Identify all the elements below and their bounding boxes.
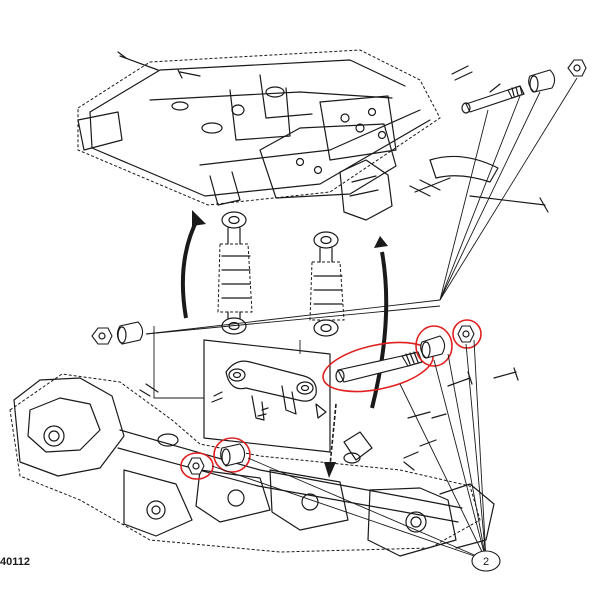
left-shock-absorber bbox=[217, 211, 253, 335]
figure-id-label: 40112 bbox=[0, 556, 30, 568]
callout-2: 2 bbox=[471, 550, 501, 572]
left-bushing-nut bbox=[91, 321, 144, 345]
lower-highlighted-bushing bbox=[213, 437, 251, 473]
right-shock-absorber bbox=[309, 231, 345, 337]
highlighted-right-nut bbox=[452, 319, 482, 349]
top-right-pin bbox=[461, 85, 525, 114]
curved-arrow-left bbox=[180, 210, 206, 319]
curved-arrow-right bbox=[370, 236, 389, 409]
top-right-bushing bbox=[528, 69, 556, 93]
top-right-nut bbox=[567, 59, 587, 77]
callout-2-leaders bbox=[211, 339, 487, 561]
down-arrow bbox=[324, 403, 337, 478]
highlighted-center-pin bbox=[322, 341, 434, 393]
lower-axle-assembly bbox=[9, 367, 519, 557]
highlighted-right-bushing bbox=[415, 325, 453, 367]
callout-2-number: 2 bbox=[483, 556, 489, 568]
detail-panel bbox=[203, 339, 331, 453]
upper-frame-assembly bbox=[77, 49, 549, 221]
